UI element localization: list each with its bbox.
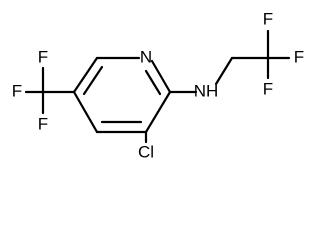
fluorine-label-chain-top: F xyxy=(263,9,273,28)
fluorine-label-ring-left: F xyxy=(12,81,22,100)
chlorine-label: Cl xyxy=(138,142,154,160)
bond-ring-c5-c6-inner xyxy=(82,65,104,96)
fluorine-label-chain-right: F xyxy=(294,47,304,66)
structure-svg: N NH Cl F F F F F F xyxy=(12,9,304,160)
fluorine-label-chain-bottom: F xyxy=(263,79,273,98)
bond-nh-ch2 xyxy=(214,56,234,86)
fluorine-label-ring-bottom: F xyxy=(38,114,48,133)
bond-ring-c5-c6 xyxy=(72,56,99,94)
amine-nh-label: NH xyxy=(194,81,219,100)
bond-ring-n1-c2-inner xyxy=(144,69,162,96)
molecule-diagram: N NH Cl F F F F F F xyxy=(12,9,304,160)
bond-ring-c4-c5 xyxy=(72,90,99,134)
fluorine-label-ring-top: F xyxy=(38,47,48,66)
bond-ring-n1-c2 xyxy=(150,59,172,94)
ring-nitrogen-label: N xyxy=(140,47,152,66)
bond-ring-c2-c3 xyxy=(144,90,172,134)
